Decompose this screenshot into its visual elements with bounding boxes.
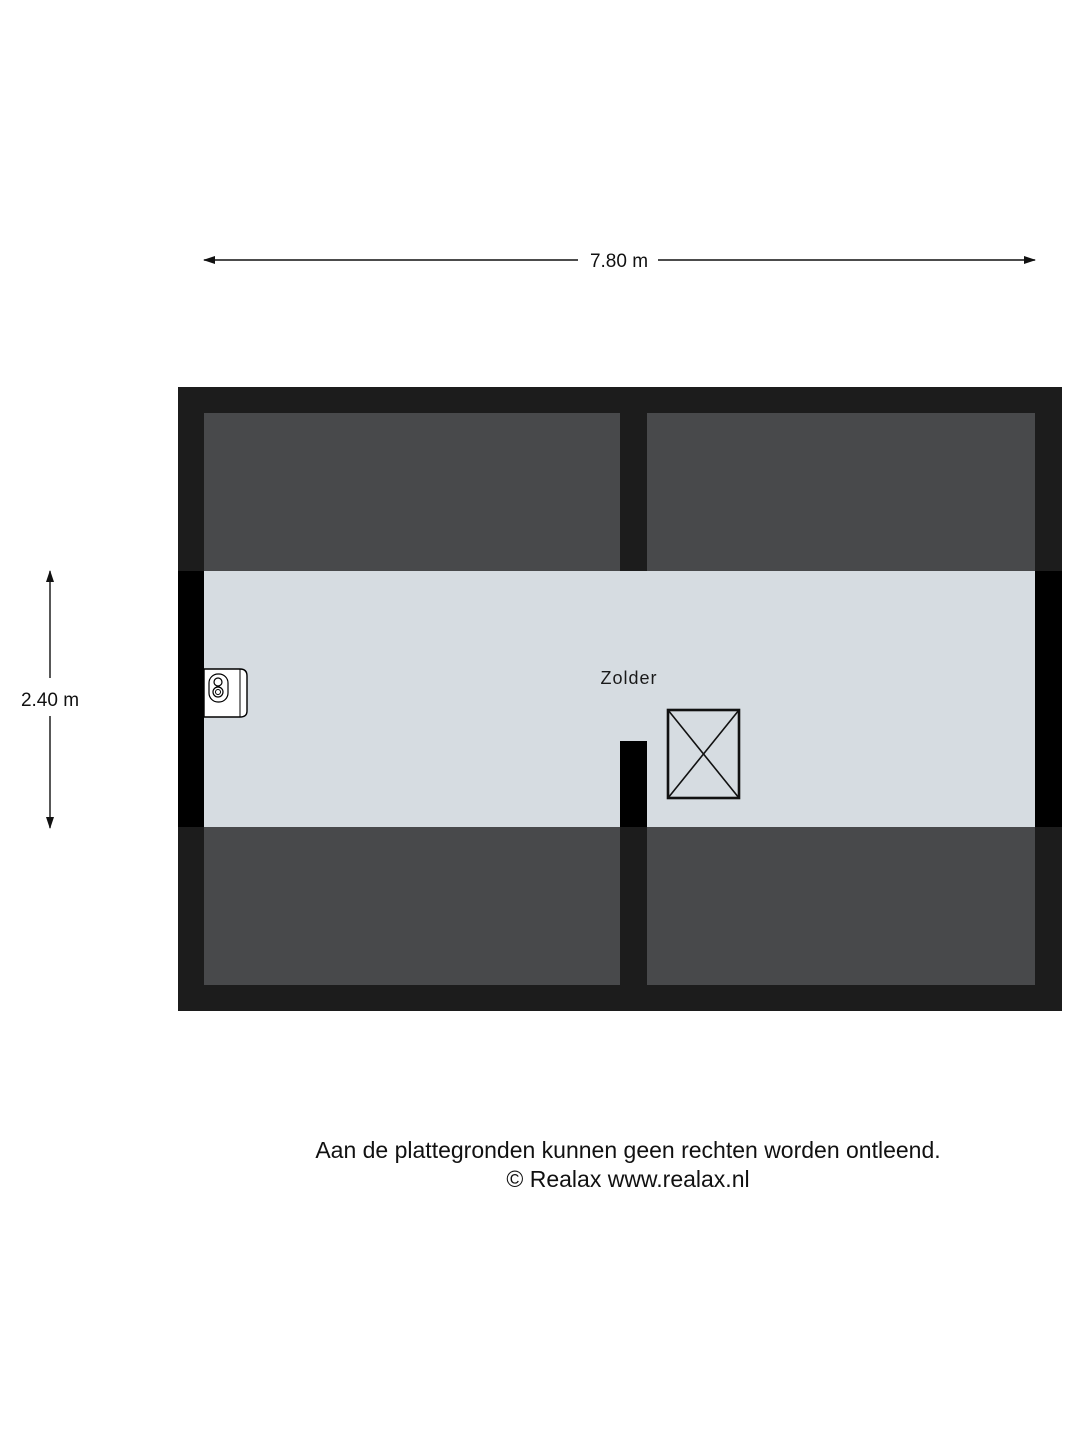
partition-top [620,413,647,554]
attic-hatch-frame [666,708,741,800]
low-ceiling-bottom-right [647,827,1035,985]
boiler-icon [203,668,248,718]
height-dimension: 2.40 m [21,570,79,829]
partition-stub [620,741,647,827]
wall-left-floor [178,571,204,827]
disclaimer-text: Aan de plattegronden kunnen geen rechten… [315,1137,941,1163]
boiler-dial-top [213,677,223,687]
width-dimension: 7.80 m [203,251,1036,272]
width-dimension-label: 7.80 m [590,251,648,272]
height-dimension-label: 2.40 m [21,690,79,711]
low-ceiling-bottom-left [204,827,620,985]
wall-right-floor [1035,571,1062,827]
low-ceiling-top-left [204,413,620,571]
partition-bottom [620,827,647,985]
boiler-dial-bottom [212,686,224,698]
boiler-dial-bottom-inner [215,689,221,695]
attic-hatch-icon [666,708,741,800]
low-ceiling-top-right [647,413,1035,571]
attic-hatch-cross-b [667,709,740,799]
room-label-zolder: Zolder [600,668,657,688]
copyright-text: © Realax www.realax.nl [506,1166,750,1192]
floor-zolder [204,571,1035,827]
